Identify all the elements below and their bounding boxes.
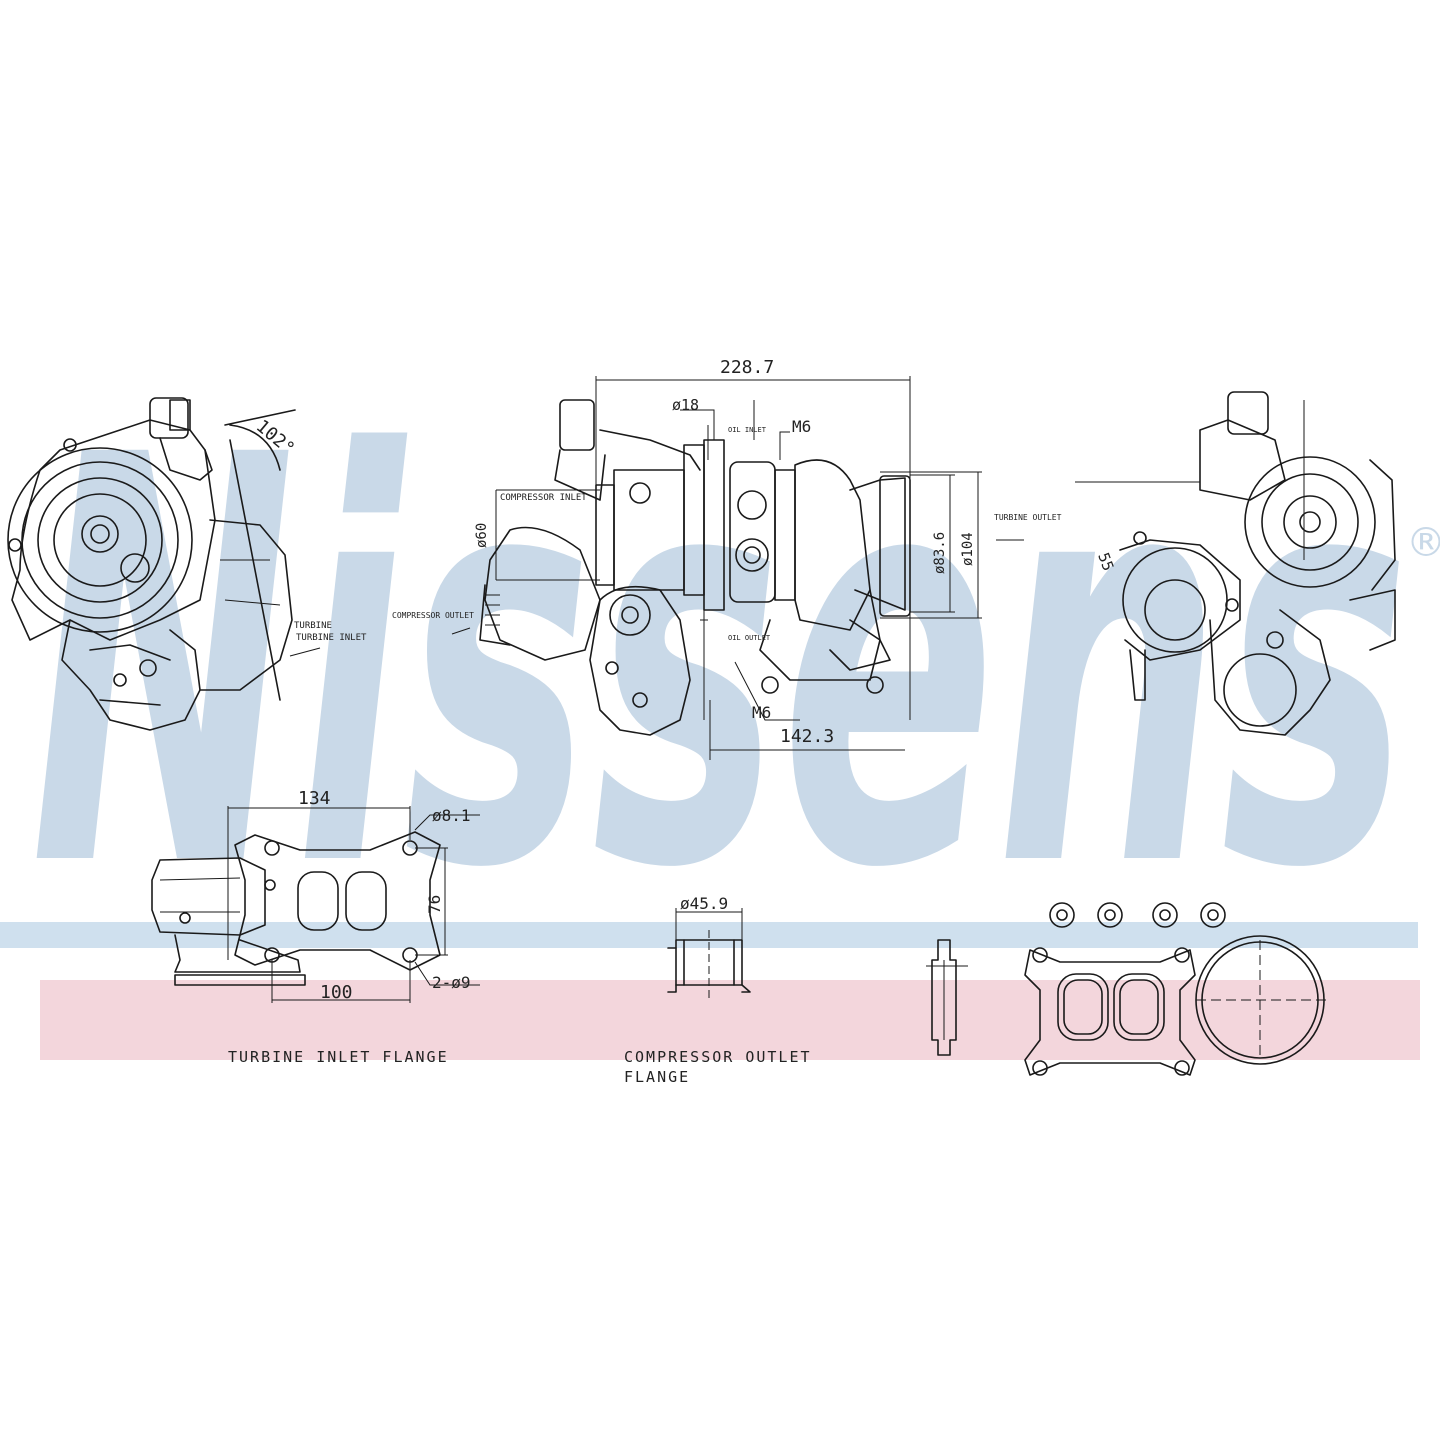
compressor-outlet-label: COMPRESSOR OUTLET — [392, 611, 474, 620]
turbine-inlet-arrow — [289, 647, 321, 657]
turbo-right-view — [1075, 391, 1396, 736]
compressor-outlet-flange-drawing — [667, 908, 751, 1000]
d18-dim: ø18 — [672, 396, 699, 414]
m6-bottom-dim: M6 — [752, 703, 771, 722]
overall-length-dim: 228.7 — [720, 357, 774, 378]
pink-stripe — [40, 980, 1420, 1060]
compressor-outlet-flange-caption-1: COMPRESSOR OUTLET — [624, 1048, 812, 1066]
d104-dim: ø104 — [960, 532, 976, 566]
turbine-inlet-label-left: TURBINE — [294, 621, 332, 631]
compressor-inlet-label: COMPRESSOR INLET — [500, 493, 587, 503]
flange-height-dim: 76 — [425, 895, 444, 914]
d60-dim: ø60 — [474, 523, 490, 548]
turbine-inlet-flange-caption: TURBINE INLET FLANGE — [228, 1048, 449, 1066]
turbine-inlet-label-left-2: TURBINE INLET — [296, 633, 367, 643]
turbine-inlet-flange-drawing — [151, 806, 480, 1003]
outlet-dia-dim: ø45.9 — [680, 894, 728, 913]
brand-watermark: Nissens — [30, 339, 1410, 991]
turbo-left-view — [7, 397, 296, 731]
length-142-dim: 142.3 — [780, 726, 834, 747]
compressor-outlet-flange-caption-2: FLANGE — [624, 1068, 690, 1086]
flange-hole-dim: ø8.1 — [432, 806, 471, 825]
oil-inlet-label: OIL INLET — [728, 426, 767, 434]
compressor-outlet-arrow — [451, 627, 471, 635]
gasket-kit-drawing — [926, 902, 1330, 1076]
d83-dim: ø83.6 — [932, 532, 948, 574]
flange-width-dim: 134 — [298, 788, 331, 809]
registered-mark: ® — [1406, 520, 1440, 566]
turbine-outlet-label: TURBINE OUTLET — [994, 513, 1062, 522]
oil-outlet-label: OIL OUTLET — [728, 634, 771, 642]
flange-holes-dim: 2-ø9 — [432, 973, 471, 992]
flange-pitch-dim: 100 — [320, 982, 353, 1003]
turbo-center-view — [479, 376, 982, 760]
r55-dim: 55 — [1094, 550, 1117, 573]
m6-top-dim: M6 — [792, 417, 811, 436]
